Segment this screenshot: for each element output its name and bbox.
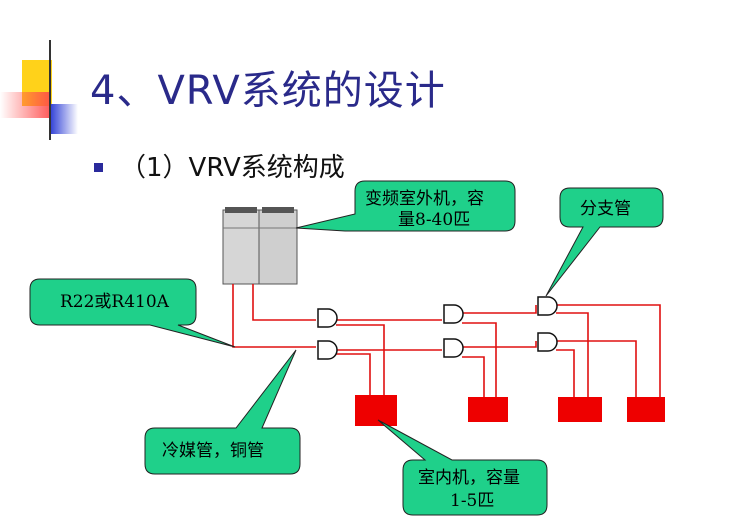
- callout-piping: 冷媒管，铜管: [144, 349, 301, 475]
- indoor-units: [355, 395, 665, 426]
- callout-outdoor-unit: 变频室外机，容 量8-40匹: [295, 180, 516, 232]
- callout-refrigerant-text: R22或R410A: [60, 292, 170, 312]
- callout-outdoor-line1: 变频室外机，容: [365, 189, 484, 209]
- slide-title: 4、VRV系统的设计: [90, 68, 446, 114]
- slide-subtitle: （1）VRV系统构成: [120, 153, 345, 183]
- callout-indoor-line2: 1-5匹: [450, 491, 494, 511]
- callout-indoor-line1: 室内机，容量: [418, 468, 520, 488]
- bullet-square: [94, 163, 103, 172]
- branch-joint: [443, 304, 464, 324]
- callout-piping-text: 冷媒管，铜管: [162, 441, 264, 461]
- branch-joints: [317, 296, 558, 360]
- branch-joint: [537, 296, 558, 316]
- branch-joint: [537, 332, 558, 352]
- callout-branch-pipe: 分支管: [545, 187, 664, 297]
- branch-joint: [317, 308, 338, 328]
- deco-blue-square: [50, 104, 78, 134]
- refrigerant-pipes: [232, 284, 661, 398]
- indoor-unit: [558, 397, 602, 422]
- outdoor-unit: [222, 207, 298, 285]
- indoor-unit: [468, 397, 508, 422]
- callout-branch-text: 分支管: [580, 199, 631, 219]
- callout-indoor-unit: 室内机，容量 1-5匹: [377, 419, 548, 516]
- indoor-unit: [355, 395, 397, 426]
- deco-red-square: [0, 92, 50, 118]
- callout-outdoor-line2: 量8-40匹: [398, 210, 470, 230]
- indoor-unit: [627, 397, 665, 422]
- branch-joint: [443, 338, 464, 358]
- callout-refrigerant: R22或R410A: [29, 278, 236, 348]
- branch-joint: [317, 340, 338, 360]
